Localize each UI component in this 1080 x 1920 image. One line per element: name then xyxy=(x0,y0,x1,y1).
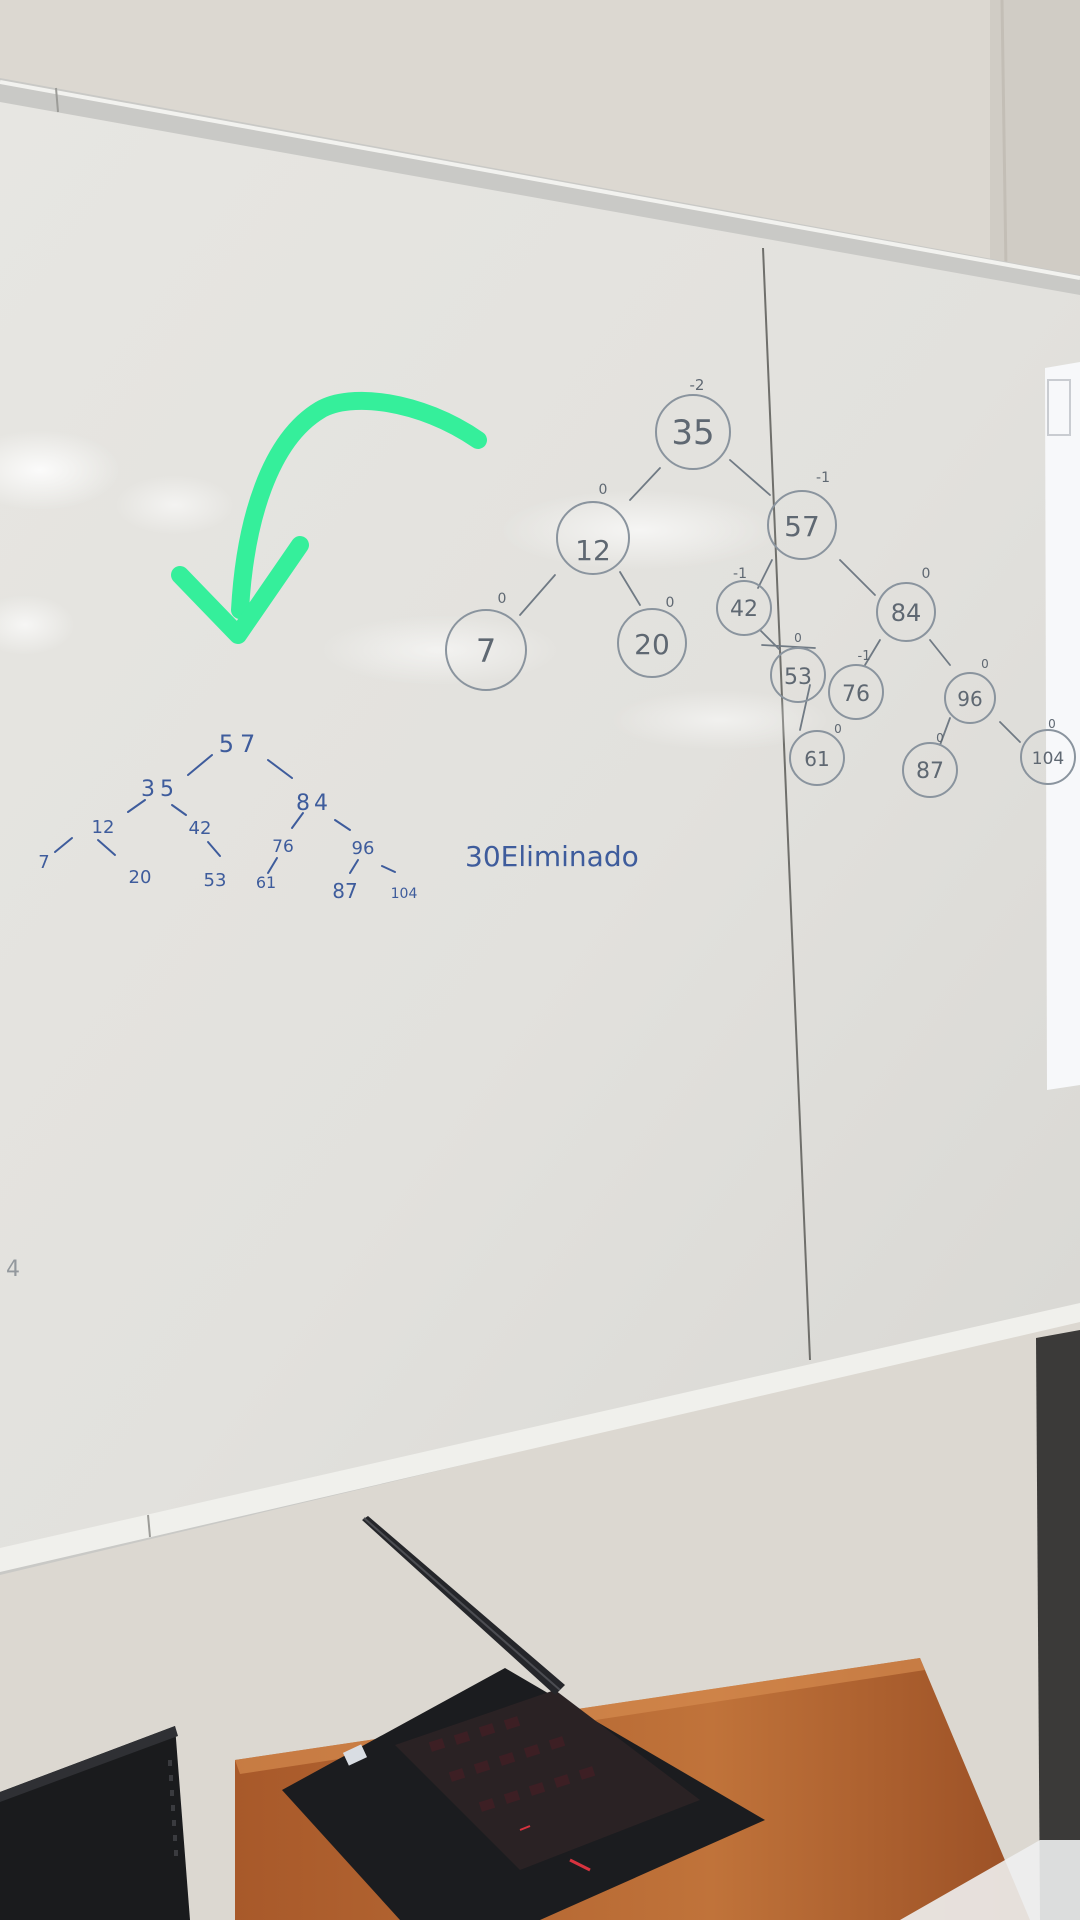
node-value: 20 xyxy=(634,628,670,661)
balance-factor: 0 xyxy=(599,482,608,498)
node-value: 84 xyxy=(891,599,922,627)
node-value: 61 xyxy=(256,873,276,892)
node-value: 61 xyxy=(804,747,829,771)
annotation-note: 30Eliminado xyxy=(465,840,639,873)
node-value: 87 xyxy=(332,879,357,903)
node-value: 57 xyxy=(784,510,820,543)
node-value: 96 xyxy=(957,687,982,711)
node-value: 35 xyxy=(671,413,714,453)
projector-screen xyxy=(1045,362,1080,1090)
whiteboard-seam xyxy=(762,247,811,1361)
balance-factor: 0 xyxy=(1048,717,1056,731)
node-value: 104 xyxy=(391,886,418,902)
balance-factor: 0 xyxy=(794,631,802,645)
node-value: 20 xyxy=(129,867,152,888)
rebalanced-tree-left: 57 35 84 12 42 76 96 7 20 53 61 87 104 xyxy=(38,730,417,903)
node-value: 42 xyxy=(730,597,758,622)
node-value: 76 xyxy=(272,837,294,857)
node-value: 104 xyxy=(1032,749,1064,769)
balance-factor: -1 xyxy=(816,470,830,486)
balance-factor: 0 xyxy=(922,566,931,582)
balance-factor: 0 xyxy=(666,595,675,611)
curved-arrow-icon xyxy=(171,391,487,644)
node-value: 53 xyxy=(204,870,227,891)
node-value: 12 xyxy=(92,817,115,838)
balance-factor: 0 xyxy=(936,731,944,745)
node-value: 42 xyxy=(189,818,212,839)
balance-factor: 0 xyxy=(834,722,842,736)
whiteboard xyxy=(0,102,1080,1550)
balance-factor: -1 xyxy=(858,649,871,664)
balance-factor: -2 xyxy=(690,376,705,394)
node-value: 84 xyxy=(296,791,332,816)
balance-factor: 0 xyxy=(498,591,507,607)
node-value: 87 xyxy=(916,759,944,784)
balance-factor: 0 xyxy=(981,657,989,671)
avl-tree-right: 35 12 57 7 20 42 84 53 76 96 61 87 104 -… xyxy=(445,376,1076,798)
marker-tray xyxy=(0,1303,1080,1572)
laptop xyxy=(282,1516,765,1920)
node-value: 57 xyxy=(219,730,262,758)
node-value: 53 xyxy=(784,665,812,690)
balance-factor: -1 xyxy=(733,566,747,582)
node-value: 12 xyxy=(575,534,611,567)
node-value: 35 xyxy=(141,777,179,802)
wall-shadow xyxy=(1036,1330,1080,1920)
stray-mark: 4 xyxy=(6,1257,20,1282)
node-value: 76 xyxy=(842,682,870,707)
monitor xyxy=(0,1726,190,1920)
node-value: 96 xyxy=(352,838,375,859)
node-value: 7 xyxy=(38,852,49,873)
node-value: 7 xyxy=(476,632,496,670)
